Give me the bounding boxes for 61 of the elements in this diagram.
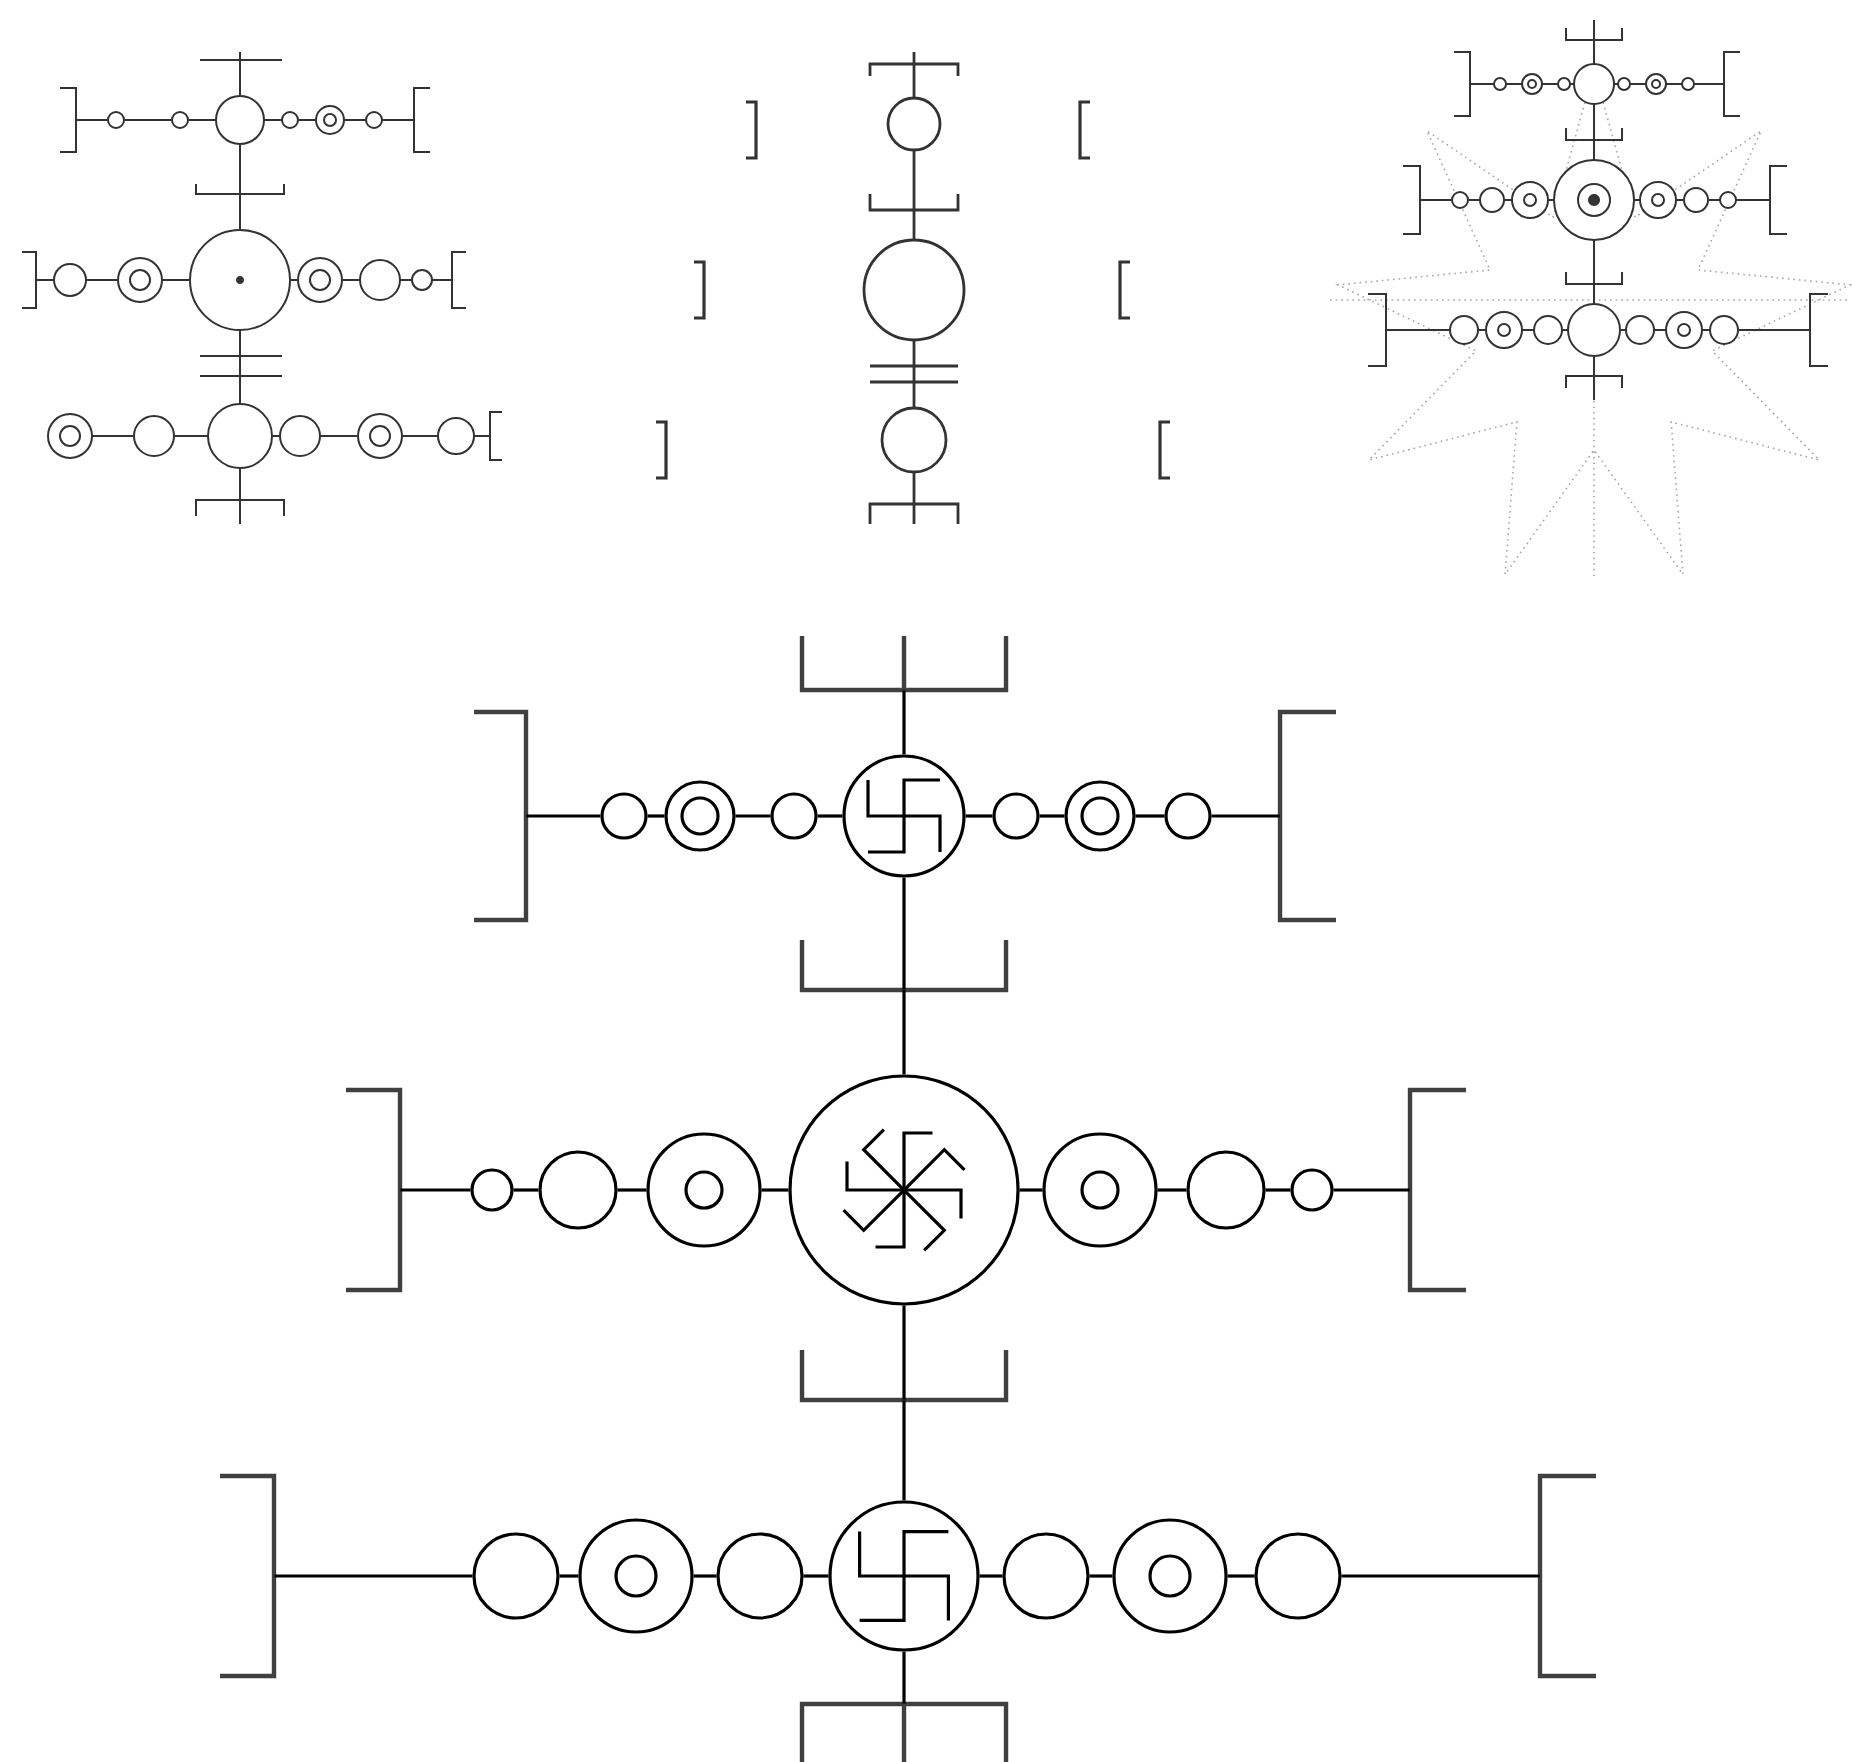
- bracket: [799, 1350, 1009, 1403]
- bracket: [1537, 1473, 1596, 1679]
- connector-line: [965, 814, 993, 818]
- connector-line: [1227, 1574, 1255, 1578]
- double-circle: [578, 1518, 694, 1634]
- connector-line: [1157, 1188, 1187, 1192]
- connector-line: [526, 814, 601, 818]
- connector-line: [902, 877, 906, 990]
- connector-line: [1019, 1188, 1043, 1192]
- circle: [770, 792, 818, 840]
- connector-line: [647, 814, 665, 818]
- bracket: [799, 633, 1009, 693]
- connector-line: [902, 990, 906, 1075]
- connector-line: [803, 1574, 829, 1578]
- circle: [992, 792, 1040, 840]
- double-circle: [1064, 780, 1136, 852]
- circle: [600, 792, 648, 840]
- circle: [1002, 1532, 1090, 1620]
- circle: [1290, 1168, 1334, 1212]
- bracket: [799, 940, 1009, 993]
- connector-line: [274, 1574, 473, 1578]
- connector-line: [1341, 1574, 1540, 1578]
- bracket: [1277, 709, 1336, 923]
- bracket: [220, 1473, 277, 1679]
- connector-line: [902, 1651, 906, 1704]
- connector-line: [1135, 814, 1165, 818]
- double-circle: [1112, 1518, 1228, 1634]
- circle: [472, 1532, 560, 1620]
- double-circle: [664, 780, 736, 852]
- sun-wheel-circle: [788, 1074, 1020, 1306]
- bracket: [346, 1087, 403, 1293]
- double-circle: [1042, 1132, 1158, 1248]
- connector-line: [1039, 814, 1065, 818]
- connector-line: [1089, 1574, 1113, 1578]
- connector-line: [979, 1574, 1003, 1578]
- circle: [470, 1168, 514, 1212]
- connector-line: [1333, 1188, 1410, 1192]
- circle: [1186, 1150, 1266, 1230]
- connector-line: [617, 1188, 647, 1192]
- circle: [1164, 792, 1212, 840]
- circle: [1254, 1532, 1342, 1620]
- bracket: [474, 709, 529, 923]
- connector-line: [559, 1574, 579, 1578]
- connector-line: [1265, 1188, 1291, 1192]
- swastika-circle: [842, 754, 966, 878]
- bracket: [799, 1701, 1009, 1762]
- circle: [538, 1150, 618, 1230]
- connector-line: [817, 814, 843, 818]
- connector-line: [902, 1400, 906, 1501]
- connector-line: [902, 690, 906, 755]
- connector-line: [400, 1188, 471, 1192]
- connector-line: [1211, 814, 1280, 818]
- connector-line: [735, 814, 771, 818]
- swastika-circle: [828, 1500, 980, 1652]
- double-circle: [646, 1132, 762, 1248]
- connector-line: [761, 1188, 789, 1192]
- bracket: [1407, 1087, 1466, 1293]
- circle: [716, 1532, 804, 1620]
- connector-line: [902, 1305, 906, 1400]
- connector-line: [513, 1188, 539, 1192]
- connector-line: [693, 1574, 717, 1578]
